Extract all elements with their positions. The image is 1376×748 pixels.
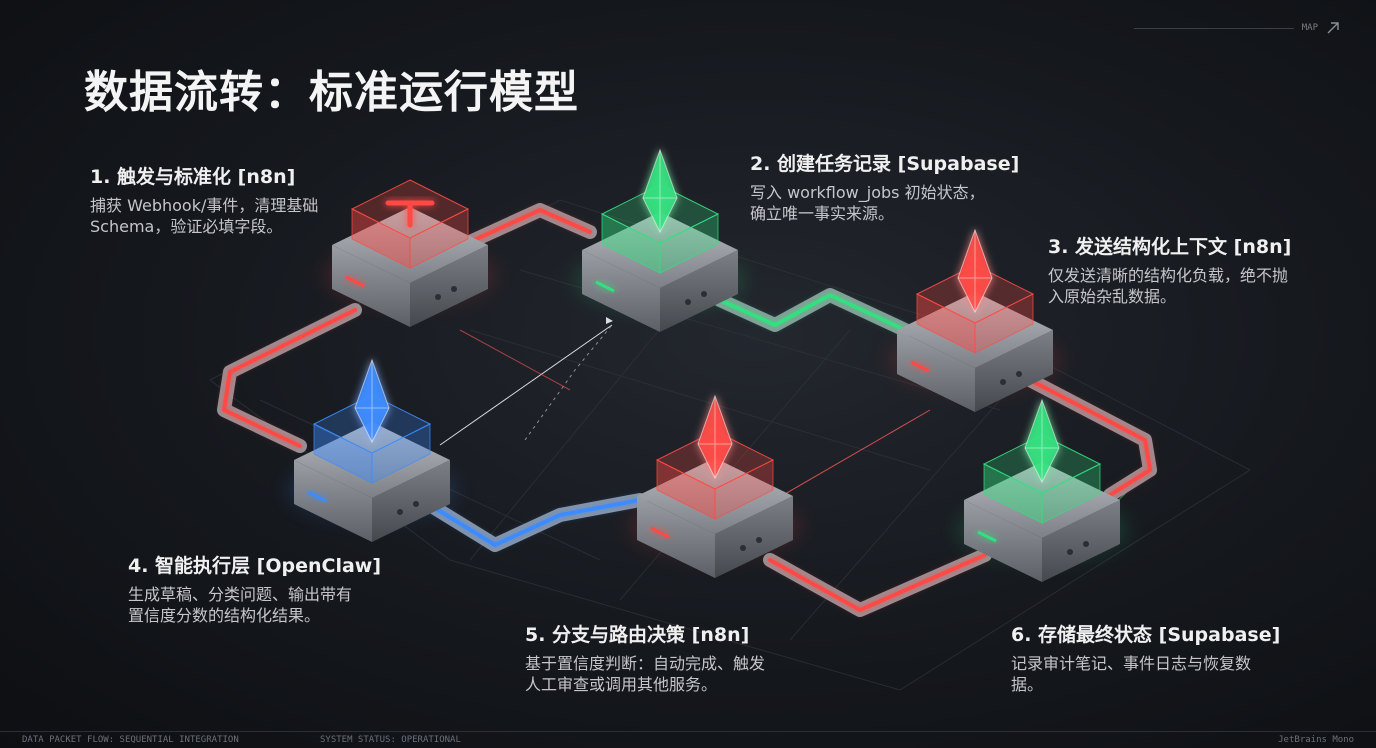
footer-bar: DATA PACKET FLOW: SEQUENTIAL INTEGRATION…	[0, 731, 1376, 748]
step-5-desc: 基于置信度判断：自动完成、触发人工审查或调用其他服务。	[525, 653, 775, 695]
step-4-label: 4. 智能执行层 [OpenClaw] 生成草稿、分类问题、输出带有置信度分数的…	[128, 551, 358, 626]
step-4-desc: 生成草稿、分类问题、输出带有置信度分数的结构化结果。	[128, 584, 358, 626]
divider	[1134, 28, 1294, 29]
step-4-title: 4. 智能执行层 [OpenClaw]	[128, 551, 358, 578]
step-6-label: 6. 存储最终状态 [Supabase] 记录审计笔记、事件日志与恢复数据。	[1011, 620, 1276, 695]
step-5-title: 5. 分支与路由决策 [n8n]	[525, 620, 775, 647]
step-2-label: 2. 创建任务记录 [Supabase] 写入 workflow_jobs 初始…	[750, 149, 1000, 224]
step-1-label: 1. 触发与标准化 [n8n] 捕获 Webhook/事件，清理基础 Schem…	[90, 162, 350, 237]
footer-center: SYSTEM STATUS: OPERATIONAL	[320, 735, 461, 745]
arrow-up-right-icon[interactable]	[1326, 21, 1340, 35]
step-1-desc: 捕获 Webhook/事件，清理基础 Schema，验证必填字段。	[90, 195, 350, 237]
step-1-title: 1. 触发与标准化 [n8n]	[90, 162, 350, 189]
step-2-desc: 写入 workflow_jobs 初始状态，确立唯一事实来源。	[750, 182, 1000, 224]
map-label: MAP	[1302, 23, 1318, 33]
step-3-desc: 仅发送清晰的结构化负载，绝不抛入原始杂乱数据。	[1048, 265, 1298, 307]
footer-right: JetBrains Mono	[1278, 735, 1354, 745]
step-2-title: 2. 创建任务记录 [Supabase]	[750, 149, 1000, 176]
step-6-title: 6. 存储最终状态 [Supabase]	[1011, 620, 1276, 647]
step-6-desc: 记录审计笔记、事件日志与恢复数据。	[1011, 653, 1276, 695]
step-3-title: 3. 发送结构化上下文 [n8n]	[1048, 232, 1298, 259]
page-title: 数据流转：标准运行模型	[84, 56, 579, 120]
step-5-node	[630, 396, 800, 578]
step-5-label: 5. 分支与路由决策 [n8n] 基于置信度判断：自动完成、触发人工审查或调用其…	[525, 620, 775, 695]
footer-left: DATA PACKET FLOW: SEQUENTIAL INTEGRATION	[22, 735, 239, 745]
map-tag: MAP	[1134, 18, 1340, 38]
step-4-node	[287, 360, 457, 542]
step-3-label: 3. 发送结构化上下文 [n8n] 仅发送清晰的结构化负载，绝不抛入原始杂乱数据…	[1048, 232, 1298, 307]
